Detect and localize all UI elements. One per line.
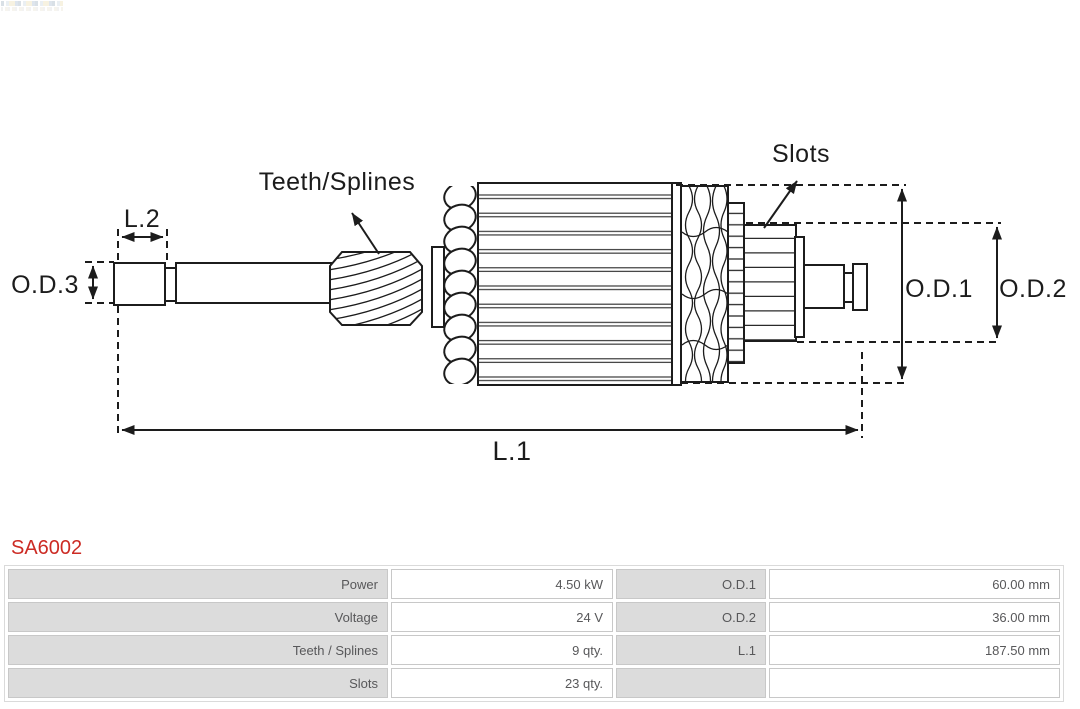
spec-label: L.1 — [616, 635, 766, 665]
armature-shaft — [113, 262, 332, 306]
spec-label: O.D.1 — [616, 569, 766, 599]
armature-core — [477, 182, 682, 386]
spec-value: 24 V — [391, 602, 613, 632]
watermark-row — [1, 7, 63, 11]
dimension-label-od3: O.D.3 — [11, 271, 79, 299]
spec-label: O.D.2 — [616, 602, 766, 632]
spec-value: 36.00 mm — [769, 602, 1060, 632]
spec-label: Power — [8, 569, 388, 599]
spec-value: 4.50 kW — [391, 569, 613, 599]
dimension-label-l1: L.1 — [492, 436, 531, 466]
spec-value — [769, 668, 1060, 698]
callout-teeth-splines: Teeth/Splines — [259, 168, 416, 255]
callout-slots: Slots — [763, 140, 830, 229]
dimension-od3: O.D.3 — [11, 265, 98, 300]
spec-label: Voltage — [8, 602, 388, 632]
dimension-l2: L.2 — [121, 205, 164, 242]
spec-label: Slots — [8, 668, 388, 698]
spec-label: Teeth / Splines — [8, 635, 388, 665]
shaft-end — [803, 263, 868, 311]
part-number: SA6002 — [11, 537, 83, 559]
spec-value: 23 qty. — [391, 668, 613, 698]
dimension-label-od1: O.D.1 — [905, 275, 973, 303]
spec-value: 9 qty. — [391, 635, 613, 665]
dimension-label-l2: L.2 — [124, 205, 160, 233]
table-row: Power 4.50 kW O.D.1 60.00 mm — [8, 569, 1060, 599]
specs-table: Power 4.50 kW O.D.1 60.00 mm Voltage 24 … — [4, 565, 1064, 702]
armature-technical-drawing: L.2 O.D.3 O.D.1 O.D.2 L.1 Teeth/Splines … — [11, 140, 1067, 466]
watermark-logo — [1, 1, 63, 11]
callout-label-teeth-splines: Teeth/Splines — [259, 168, 416, 196]
spec-value: 60.00 mm — [769, 569, 1060, 599]
table-row: Slots 23 qty. — [8, 668, 1060, 698]
table-row: Teeth / Splines 9 qty. L.1 187.50 mm — [8, 635, 1060, 665]
dimension-l1: L.1 — [121, 425, 859, 466]
spec-value: 187.50 mm — [769, 635, 1060, 665]
table-row: Voltage 24 V O.D.2 36.00 mm — [8, 602, 1060, 632]
dimension-label-od2: O.D.2 — [999, 275, 1067, 303]
winding-left — [443, 186, 477, 384]
spline-section — [329, 246, 445, 328]
callout-label-slots: Slots — [772, 140, 830, 168]
commutator — [727, 202, 805, 364]
winding-right — [680, 185, 729, 383]
dimension-od2: O.D.2 — [992, 226, 1067, 339]
spec-label — [616, 668, 766, 698]
watermark-row — [1, 1, 63, 6]
dimension-od1: O.D.1 — [897, 188, 973, 380]
